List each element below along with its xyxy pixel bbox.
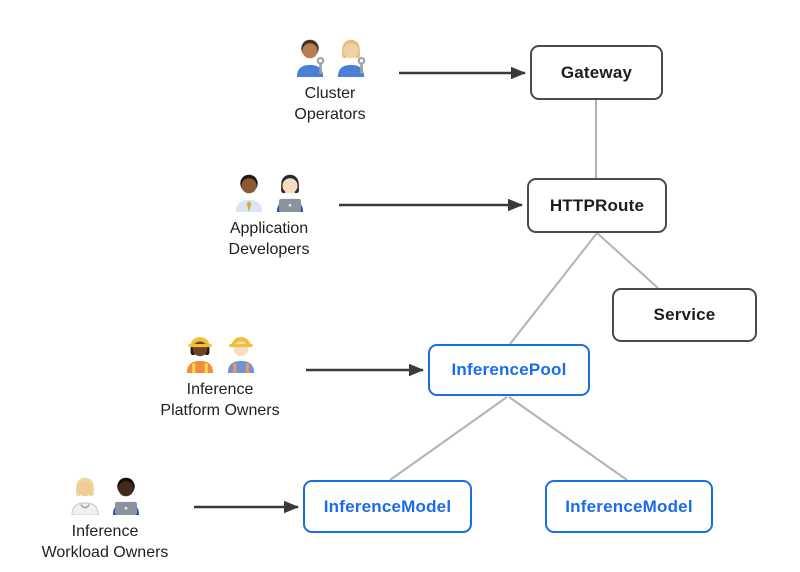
cluster-operators-actor: Cluster Operators — [220, 35, 440, 125]
application-developers-label: Application Developers — [229, 218, 310, 260]
httproute-node-label: HTTPRoute — [549, 195, 645, 215]
cluster-operators-label: Cluster Operators — [294, 83, 365, 125]
application-developers-figures — [230, 170, 309, 217]
application-developers-label-line2: Developers — [228, 241, 310, 258]
cluster-operators-label-line2: Operators — [294, 106, 366, 123]
man-construction-worker-emoji — [222, 331, 260, 378]
application-developers-label-line1: Application — [229, 220, 309, 237]
woman-technologist-emoji — [271, 170, 309, 217]
edge-inferencepool-inferencemodel-2 — [508, 396, 628, 481]
inference-workload-owners-label-line1: Inference — [71, 523, 139, 540]
edge-httproute-service — [596, 232, 659, 289]
inference-platform-owners-actor: Inference Platform Owners — [110, 331, 330, 421]
edge-inferencepool-inferencemodel-1 — [389, 396, 508, 481]
woman-construction-worker-emoji — [181, 331, 219, 378]
man-office-worker-emoji — [230, 170, 268, 217]
inference-workload-owners-actor: Inference Workload Owners — [0, 473, 215, 563]
inference-workload-owners-label-line2: Workload Owners — [41, 544, 169, 561]
health-worker-emoji — [66, 473, 104, 520]
inference-platform-owners-label: Inference Platform Owners — [160, 379, 279, 421]
gateway-node-label: Gateway — [560, 62, 633, 82]
inferencemodel-node-2: InferenceModel — [545, 480, 713, 533]
man-mechanic-emoji — [291, 35, 329, 82]
application-developers-actor: Application Developers — [159, 170, 379, 260]
woman-mechanic-emoji — [332, 35, 370, 82]
inference-platform-owners-label-line1: Inference — [186, 381, 254, 398]
cluster-operators-label-line1: Cluster — [304, 85, 356, 102]
httproute-node: HTTPRoute — [527, 178, 667, 233]
inferencemodel-node-1-label: InferenceModel — [323, 496, 452, 516]
service-node-label: Service — [653, 305, 716, 324]
inferencepool-node: InferencePool — [428, 344, 590, 396]
inferencemodel-node-1: InferenceModel — [303, 480, 472, 533]
service-node: Service — [612, 288, 757, 342]
edge-httproute-inferencepool — [509, 232, 598, 345]
inference-workload-owners-label: Inference Workload Owners — [42, 521, 169, 563]
inferencemodel-node-2-label: InferenceModel — [565, 496, 693, 516]
inference-workload-owners-figures — [66, 473, 145, 520]
gateway-node: Gateway — [530, 45, 663, 100]
man-technologist-emoji — [107, 473, 145, 520]
inferencepool-node-label: InferencePool — [451, 360, 567, 379]
inference-platform-owners-figures — [181, 331, 260, 378]
cluster-operators-figures — [291, 35, 370, 82]
inference-platform-owners-label-line2: Platform Owners — [160, 402, 280, 419]
